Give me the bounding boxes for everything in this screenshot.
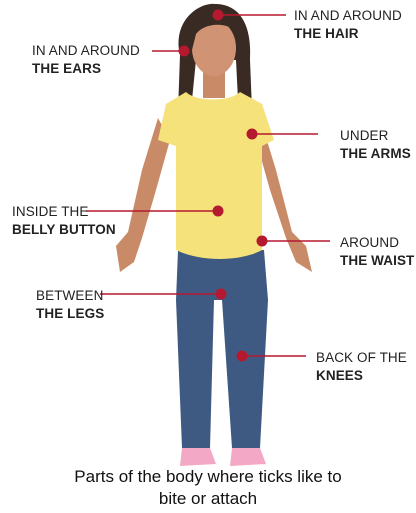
marker-arms [247,129,258,140]
label-hair-line1: IN AND AROUND [294,7,402,25]
caption: Parts of the body where ticks like to bi… [0,466,416,510]
shirt [158,92,274,259]
right-shoe [230,448,266,466]
marker-knees [237,351,248,362]
jeans [176,250,268,448]
label-waist: AROUND THE WAIST [340,234,414,270]
marker-hair [213,10,224,21]
label-arms: UNDER THE ARMS [340,127,411,163]
label-knees-line2: KNEES [316,367,407,385]
marker-legs [216,289,227,300]
label-legs: BETWEEN THE LEGS [36,287,104,323]
marker-belly [213,206,224,217]
label-belly-line2: BELLY BUTTON [12,221,116,239]
caption-line2: bite or attach [0,488,416,510]
marker-ears [179,46,190,57]
label-ears-line2: THE EARS [32,60,140,78]
label-hair-line2: THE HAIR [294,25,402,43]
label-arms-line1: UNDER [340,127,411,145]
label-legs-line2: THE LEGS [36,305,104,323]
label-knees-line1: BACK OF THE [316,349,407,367]
label-arms-line2: THE ARMS [340,145,411,163]
left-shoe [180,448,216,466]
label-waist-line2: THE WAIST [340,252,414,270]
label-ears: IN AND AROUND THE EARS [32,42,140,78]
label-belly: INSIDE THE BELLY BUTTON [12,203,116,239]
marker-waist [257,236,268,247]
label-ears-line1: IN AND AROUND [32,42,140,60]
label-legs-line1: BETWEEN [36,287,104,305]
caption-line1: Parts of the body where ticks like to [0,466,416,488]
label-belly-line1: INSIDE THE [12,203,116,221]
label-knees: BACK OF THE KNEES [316,349,407,385]
label-waist-line1: AROUND [340,234,414,252]
label-hair: IN AND AROUND THE HAIR [294,7,402,43]
